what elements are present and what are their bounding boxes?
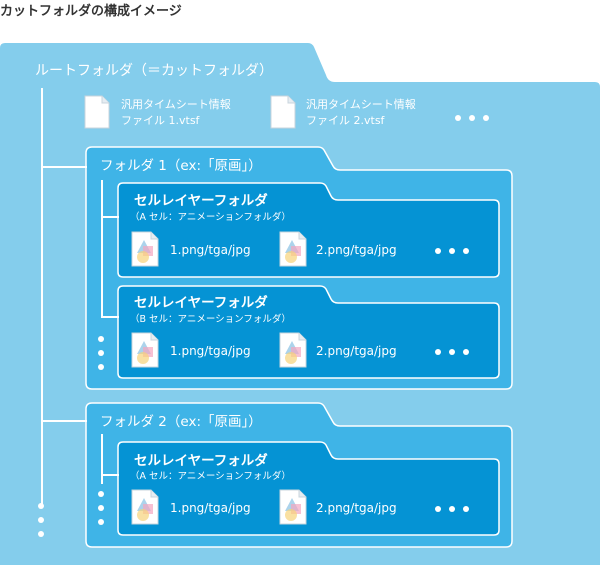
- image-file-label: 1.png/tga/jpg: [170, 243, 251, 257]
- tree-line-folder1: [101, 180, 103, 318]
- tree-line-folder2: [101, 434, 103, 484]
- tree-branch-cel-b: [101, 316, 119, 318]
- cel-folder-note: （A セル：アニメーションフォルダ）: [130, 212, 291, 223]
- cel-folder-note: （B セル：アニメーションフォルダ）: [130, 314, 291, 325]
- document-icon: [84, 95, 110, 129]
- file-label: 汎用タイムシート情報ファイル 2.vtsf: [306, 98, 416, 127]
- cel-folder-title: セルレイヤーフォルダ: [134, 295, 268, 311]
- tree-branch-folder2: [41, 420, 87, 422]
- tree-branch-folder1: [41, 166, 87, 168]
- file-item: [84, 95, 110, 133]
- image-file-label: 2.png/tga/jpg: [316, 501, 397, 515]
- image-file-label: 1.png/tga/jpg: [170, 344, 251, 358]
- file-item: [270, 95, 296, 133]
- image-file-icon: [279, 489, 307, 525]
- file-label: 汎用タイムシート情報ファイル 1.vtsf: [121, 98, 231, 127]
- image-file-icon: [131, 231, 159, 267]
- image-file-icon: [131, 332, 159, 368]
- tree-branch-cel-a: [101, 216, 119, 218]
- cel-folder-a-shape: [117, 182, 500, 278]
- folder-label: フォルダ 1（ex:「原画」）: [100, 158, 262, 174]
- cel-folder-title: セルレイヤーフォルダ: [134, 453, 268, 469]
- cel-folder-b-shape: [117, 285, 500, 379]
- image-file-label: 1.png/tga/jpg: [170, 501, 251, 515]
- root-folder-label: ルートフォルダ（＝カットフォルダ）: [35, 63, 273, 79]
- cel-folder-note: （A セル：アニメーションフォルダ）: [130, 471, 291, 482]
- folder-label: フォルダ 2（ex:「原画」）: [100, 414, 262, 430]
- cel-folder-title: セルレイヤーフォルダ: [134, 193, 268, 209]
- image-file-label: 2.png/tga/jpg: [316, 243, 397, 257]
- document-icon: [270, 95, 296, 129]
- tree-branch-cel-a2: [101, 474, 119, 476]
- image-file-label: 2.png/tga/jpg: [316, 344, 397, 358]
- image-file-icon: [279, 231, 307, 267]
- page-title: カットフォルダの構成イメージ: [0, 4, 182, 19]
- image-file-icon: [279, 332, 307, 368]
- cel-folder-a2-shape: [117, 441, 500, 536]
- tree-line-root: [41, 88, 43, 508]
- image-file-icon: [131, 489, 159, 525]
